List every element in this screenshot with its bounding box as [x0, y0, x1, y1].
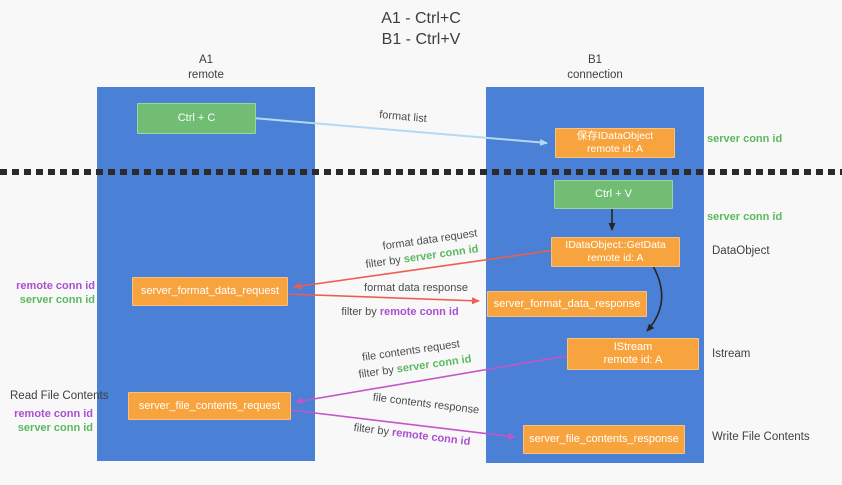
server-file-contents-request-label: server_file_contents_request — [138, 399, 281, 412]
side-label-server-conn-id-mid: server conn id — [707, 211, 783, 223]
lane-header-a1: A1 remote — [97, 53, 315, 83]
lane-header-b1: B1 connection — [486, 53, 704, 83]
edge-label-file-contents-response: file contents response — [372, 391, 480, 417]
server-conn-id-text: server conn id — [19, 294, 95, 306]
server-file-contents-response-label: server_file_contents_response — [529, 433, 679, 445]
ctrl-c-box: Ctrl + C — [137, 103, 256, 134]
getdata-line2: remote id: A — [587, 252, 644, 264]
edge-label-filter-by-remote-conn-id-2: filter by remote conn id — [353, 421, 471, 449]
edge-label-format-data-response: format data response — [364, 282, 468, 294]
side-label-read-file-contents: Read File Contents — [10, 390, 109, 402]
ctrl-v-box: Ctrl + V — [554, 180, 673, 209]
side-label-conn-ids-file: remote conn id server conn id — [14, 407, 93, 435]
istream-box: IStream remote id: A — [567, 338, 699, 370]
server-file-contents-request-box: server_file_contents_request — [128, 392, 291, 420]
idataobject-getdata-box: IDataObject::GetData remote id: A — [551, 237, 680, 267]
server-file-contents-response-box: server_file_contents_response — [523, 425, 685, 454]
lane-b1-name: B1 — [587, 54, 603, 66]
title-line-1: A1 - Ctrl+C — [381, 10, 461, 27]
ctrl-c-label: Ctrl + C — [177, 112, 216, 124]
remote-conn-id-text: remote conn id — [16, 280, 95, 292]
istream-line2: remote id: A — [603, 354, 663, 366]
side-label-dataobject: DataObject — [712, 245, 770, 257]
server-format-data-request-box: server_format_data_request — [132, 277, 288, 306]
filter-by-text: filter by — [353, 421, 390, 439]
edge-label-format-list: format list — [378, 108, 428, 126]
lane-a1-name: A1 — [198, 54, 214, 66]
filter-by-text: filter by — [364, 254, 402, 271]
lane-a1-subtitle: remote — [188, 69, 224, 81]
title-line-2: B1 - Ctrl+V — [381, 31, 461, 48]
getdata-line1: IDataObject::GetData — [565, 239, 666, 251]
server-format-data-request-label: server_format_data_request — [140, 285, 280, 297]
save-idataobject-box: 保存IDataObject remote id: A — [555, 128, 675, 158]
server-conn-id-text: server conn id — [17, 422, 93, 434]
remote-conn-id-text: remote conn id — [14, 408, 93, 420]
remote-conn-id-text: remote conn id — [379, 306, 459, 318]
filter-by-text: filter by — [341, 306, 377, 318]
arrow-format-data-response — [286, 293, 480, 305]
lane-b1-subtitle: connection — [567, 69, 623, 81]
save-idataobject-line1: 保存IDataObject — [576, 130, 654, 142]
server-format-data-response-box: server_format_data_response — [487, 291, 647, 317]
save-idataobject-line2: remote id: A — [586, 143, 644, 155]
server-format-data-response-label: server_format_data_response — [493, 297, 641, 310]
ctrl-v-label: Ctrl + V — [595, 188, 632, 200]
edge-label-filter-by-remote-conn-id-1: filter by remote conn id — [341, 305, 458, 319]
remote-conn-id-text: remote conn id — [391, 426, 471, 449]
side-label-istream: Istream — [712, 348, 751, 360]
side-label-conn-ids-format: remote conn id server conn id — [16, 279, 95, 307]
side-label-write-file-contents: Write File Contents — [712, 431, 810, 443]
filter-by-text: filter by — [357, 364, 395, 381]
istream-line1: IStream — [613, 341, 653, 353]
diagram-title: A1 - Ctrl+C B1 - Ctrl+V — [0, 8, 842, 50]
side-label-server-conn-id-top: server conn id — [707, 133, 783, 145]
